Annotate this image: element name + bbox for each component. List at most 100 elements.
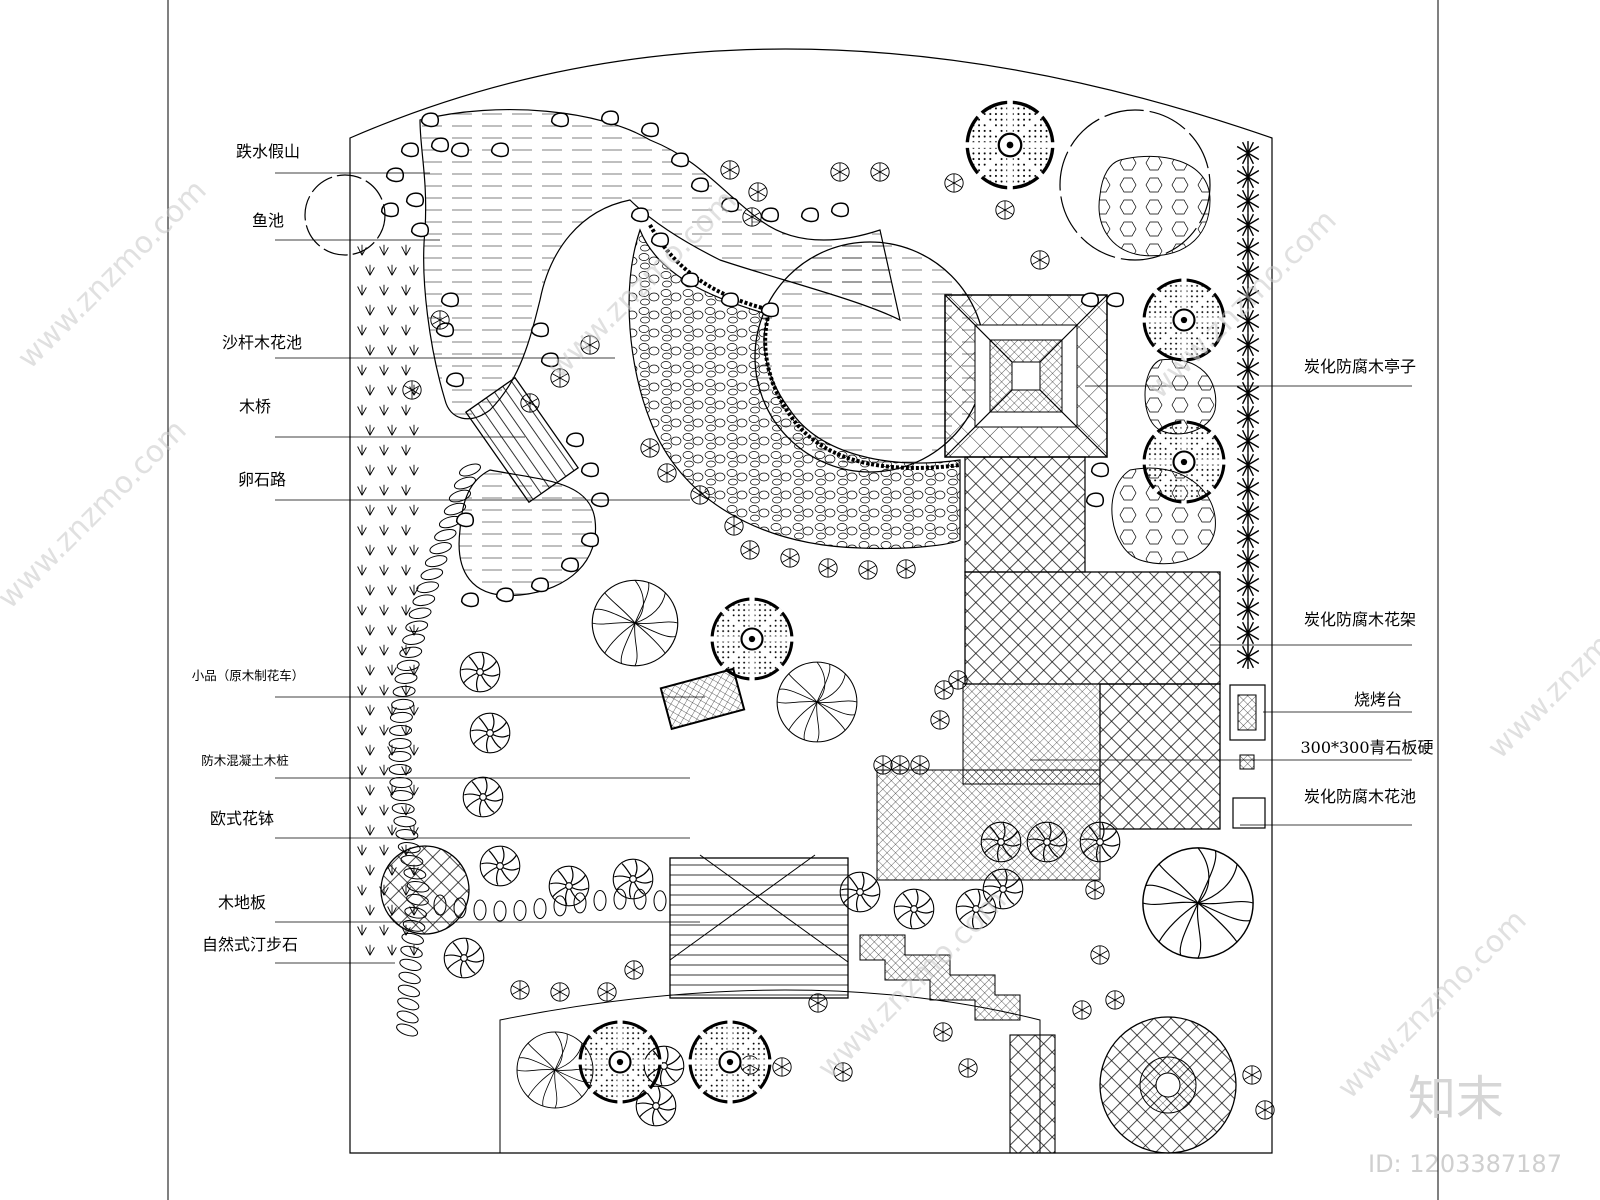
rock [1085, 492, 1105, 508]
shrub [933, 1022, 953, 1042]
grass-tuft [401, 404, 411, 416]
cypress-tree [1236, 644, 1260, 670]
grass-tuft [387, 944, 397, 956]
grass-tuft [401, 564, 411, 576]
grass-tuft [379, 404, 389, 416]
grass-tuft [379, 444, 389, 456]
shrub [720, 160, 740, 180]
shrub [1105, 990, 1125, 1010]
stepping-stone [593, 889, 607, 911]
grass-tuft [387, 504, 397, 516]
rock [440, 292, 460, 308]
grass-tuft [401, 644, 411, 656]
rock [830, 202, 850, 218]
cypress-tree [1236, 212, 1260, 238]
stepping-stone [429, 542, 452, 555]
round-wood-planter [380, 845, 470, 935]
watermark-site-1: www.znzmo.com [11, 173, 214, 376]
fan-tree-2 [776, 661, 858, 743]
stepping-stone [403, 867, 427, 880]
rock [760, 207, 780, 223]
grass-tuft [379, 484, 389, 496]
stepping-stone [389, 724, 413, 736]
swirl-tree [893, 888, 935, 930]
label-cascade-rockery: 跌水假山 [236, 142, 300, 161]
rock [420, 112, 440, 128]
canopy-northwest [304, 174, 386, 256]
rock [670, 152, 690, 168]
grass-tuft [379, 244, 389, 256]
side-deck-strip [1009, 1034, 1056, 1154]
shrub [724, 516, 744, 536]
umbrella-tree [1142, 847, 1254, 959]
shrub [780, 548, 800, 568]
stepping-stone [408, 607, 432, 620]
stepping-stone [513, 899, 527, 921]
cypress-tree [1236, 188, 1260, 214]
swirl-tree [462, 776, 504, 818]
rock [400, 142, 420, 158]
grass-tuft [379, 604, 389, 616]
grass-tuft [387, 624, 397, 636]
grass-tuft [409, 264, 419, 276]
stepping-stone [397, 984, 421, 998]
grass-tuft [379, 764, 389, 776]
stepping-stone [406, 893, 429, 906]
label-slate-paving: 300*300青石板硬 [1300, 738, 1433, 757]
shrub [772, 1057, 792, 1077]
pergola [964, 571, 1221, 830]
shrub [657, 463, 677, 483]
stepping-stone [401, 932, 424, 945]
site-boundary [349, 48, 1273, 1154]
watermark-site-7: www.znzmo.com [1481, 563, 1600, 766]
grass-tuft [357, 844, 367, 856]
stepping-stone [653, 890, 667, 912]
shrub [550, 982, 570, 1002]
grass-tuft [357, 924, 367, 936]
grass-tuft [401, 244, 411, 256]
canopy-northeast [1059, 109, 1211, 261]
stepping-stone [443, 502, 467, 516]
stepping-stone [406, 880, 430, 893]
stepping-stone [388, 737, 412, 749]
grass-tuft [365, 744, 375, 756]
bbq-counter [1229, 684, 1266, 741]
cypress-tree [1236, 548, 1260, 574]
grass-tuft [357, 284, 367, 296]
grass-tuft [387, 584, 397, 596]
grass-tuft [409, 304, 419, 316]
grass-tuft [365, 824, 375, 836]
brand-watermark: 知末 [1408, 1071, 1504, 1127]
grass-tuft [401, 524, 411, 536]
rock [760, 302, 780, 318]
rock [800, 207, 820, 223]
cypress-tree [1236, 332, 1260, 358]
rock [720, 292, 740, 308]
rock [640, 122, 660, 138]
cypress-tree [1236, 428, 1260, 454]
stepping-stone [397, 842, 421, 854]
cypress-tree [1236, 452, 1260, 478]
stepping-stone [533, 898, 547, 920]
rock [1105, 292, 1125, 308]
stepping-stone [396, 1023, 419, 1037]
left-leader-lines [275, 172, 705, 964]
grass-tuft [387, 824, 397, 836]
shrub [910, 755, 930, 775]
label-shagan-planter: 沙杆木花池 [222, 333, 302, 352]
grass-tuft [357, 644, 367, 656]
stepping-stone [573, 892, 587, 914]
label-stepping-stones: 自然式汀步石 [202, 935, 298, 954]
grass-tuft [401, 484, 411, 496]
ground-cover [357, 244, 419, 956]
swirl-tree [612, 858, 654, 900]
rock [435, 322, 455, 338]
rock [630, 207, 650, 223]
grass-tuft [365, 264, 375, 276]
cypress-tree [1236, 380, 1260, 406]
grass-tuft [379, 644, 389, 656]
grass-tuft [401, 324, 411, 336]
shrub [873, 755, 893, 775]
shrub [870, 162, 890, 182]
